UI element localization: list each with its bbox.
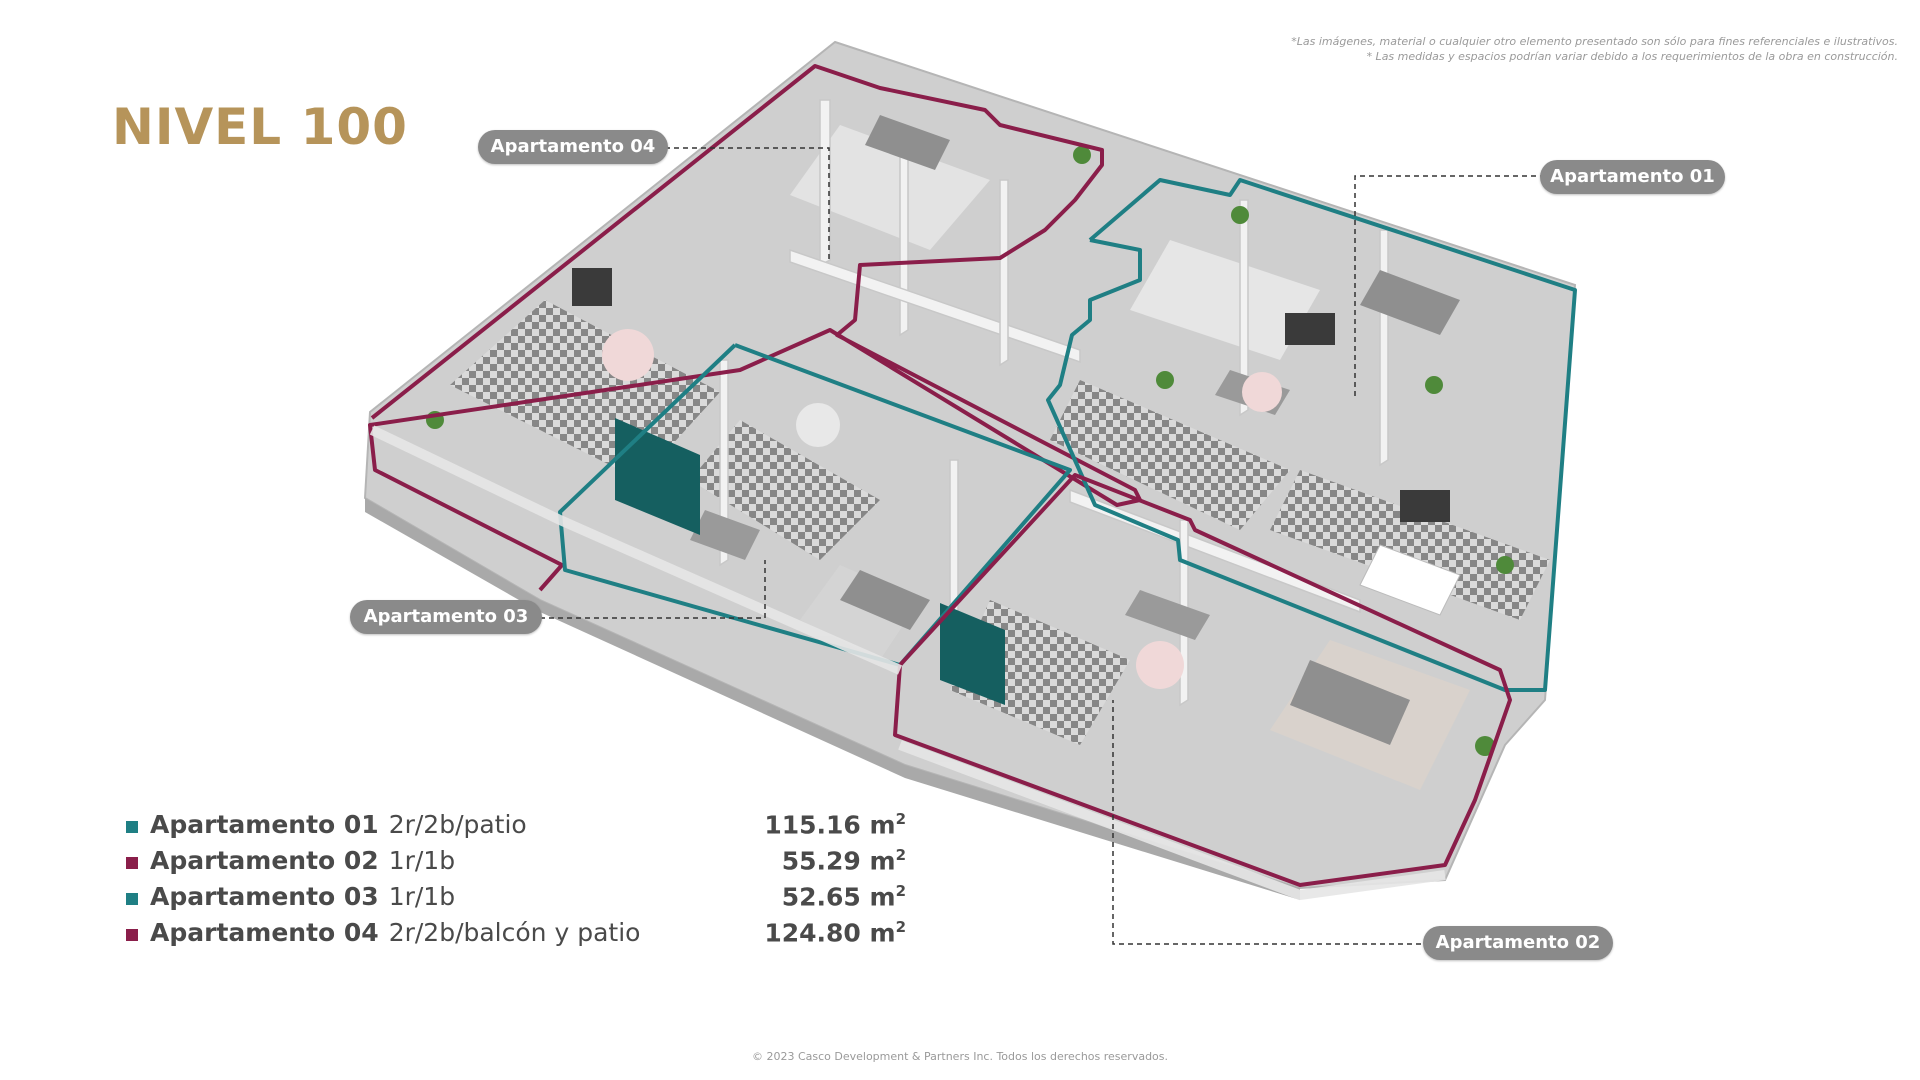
area-unit-superscript: 2 [895, 810, 906, 828]
area-unit-superscript: 2 [895, 918, 906, 936]
legend-apartment-name: Apartamento 01 [150, 810, 379, 839]
legend-row-apartamento-04: Apartamento 04 2r/2b/balcón y patio 124.8… [126, 916, 906, 952]
furniture [426, 115, 1514, 756]
apartment-01-outline [1046, 178, 1577, 692]
leader-lines [540, 147, 1545, 945]
legend-apartment-description: 1r/1b [388, 882, 456, 911]
legend-apartment-area: 115.16 m2 [764, 810, 906, 839]
legend-row-apartamento-01: Apartamento 01 2r/2b/patio 115.16 m2 [126, 808, 906, 844]
disclaimer-line-2: * Las medidas y espacios podrían variar … [1366, 50, 1898, 63]
legend-apartment-area: 55.29 m2 [782, 846, 906, 875]
apartment-04-outline [368, 64, 1142, 592]
exterior-walls [369, 425, 1446, 901]
apartment-02-outline [893, 473, 1512, 887]
disclaimer-line-1: *Las imágenes, material o cualquier otro… [1291, 35, 1898, 48]
legend-apartment-name: Apartamento 04 [150, 918, 379, 947]
area-unit-superscript: 2 [895, 882, 906, 900]
area-value: 124.80 m [764, 918, 896, 948]
copyright-footer: © 2023 Casco Development & Partners Inc.… [751, 1050, 1169, 1063]
legend-swatch [126, 929, 138, 941]
legend-apartment-description: 2r/2b/patio [388, 810, 527, 839]
area-value: 115.16 m [764, 810, 896, 840]
legend-row-apartamento-03: Apartamento 03 1r/1b 52.65 m2 [126, 880, 906, 916]
legend-apartment-name: Apartamento 03 [150, 882, 379, 911]
interior-walls [719, 99, 1389, 707]
legend-apartment-description: 1r/1b [388, 846, 456, 875]
legend-swatch [126, 821, 138, 833]
legend-apartment-name: Apartamento 02 [150, 846, 379, 875]
area-value: 55.29 m [781, 846, 896, 876]
area-value: 52.65 m [781, 882, 896, 912]
legend-swatch [126, 857, 138, 869]
legend-swatch [126, 893, 138, 905]
legend-apartment-description: 2r/2b/balcón y patio [388, 918, 641, 947]
label-apartamento-01: Apartamento 01 [1540, 160, 1725, 194]
legend-apartment-area: 124.80 m2 [764, 918, 906, 947]
label-apartamento-02: Apartamento 02 [1423, 926, 1613, 960]
disclaimer: *Las imágenes, material o cualquier otro… [1291, 34, 1898, 64]
page-title: NIVEL 100 [112, 98, 408, 156]
label-apartamento-03: Apartamento 03 [350, 600, 542, 634]
area-unit-superscript: 2 [895, 846, 906, 864]
legend-row-apartamento-02: Apartamento 02 1r/1b 55.29 m2 [126, 844, 906, 880]
label-apartamento-04: Apartamento 04 [478, 130, 668, 164]
legend-apartment-area: 52.65 m2 [782, 882, 906, 911]
